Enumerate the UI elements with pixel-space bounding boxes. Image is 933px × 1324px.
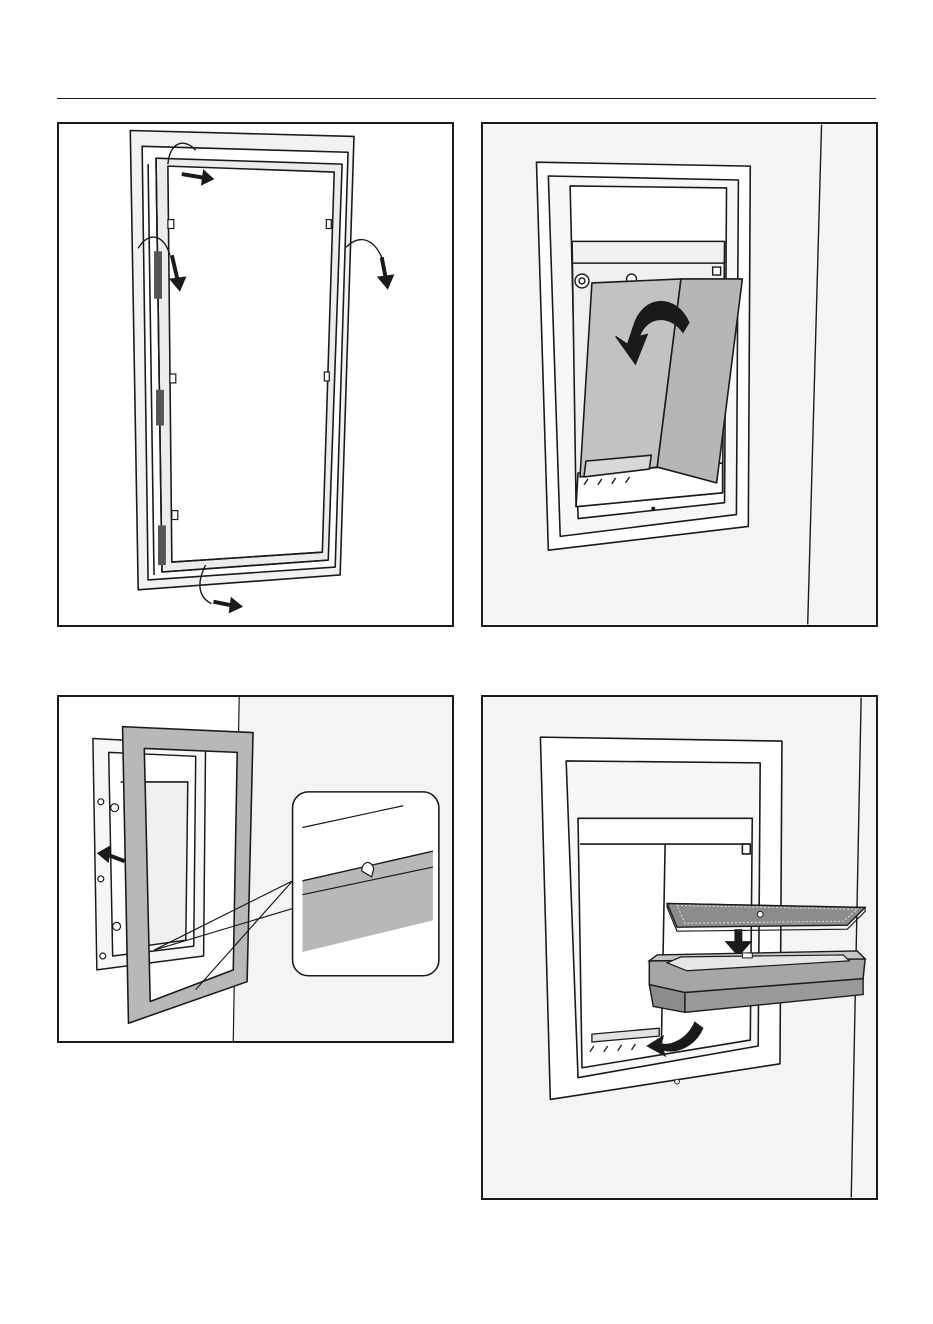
hinge-patch-mid — [156, 390, 164, 426]
dispenser-flap-illustration — [483, 124, 876, 625]
tape-strip-right — [346, 240, 382, 258]
figure-trim-frame-detail — [57, 695, 454, 1043]
figure-drip-tray-insertion — [481, 695, 878, 1200]
drip-tray-illustration — [483, 697, 876, 1198]
arrow-right-icon — [213, 598, 242, 613]
hinge-patch-bottom — [158, 525, 166, 565]
screw-icon — [111, 804, 119, 812]
figure-dispenser-flap — [481, 122, 878, 627]
hinge-patch-top — [154, 251, 162, 299]
door-frame-illustration — [59, 124, 452, 625]
arrow-down-icon — [378, 257, 394, 289]
detail-magnifier — [293, 792, 439, 976]
trim-frame-illustration — [59, 697, 452, 1041]
screw-icon — [113, 922, 121, 930]
header-rule — [57, 98, 876, 99]
figure-door-frame-tape — [57, 122, 454, 627]
